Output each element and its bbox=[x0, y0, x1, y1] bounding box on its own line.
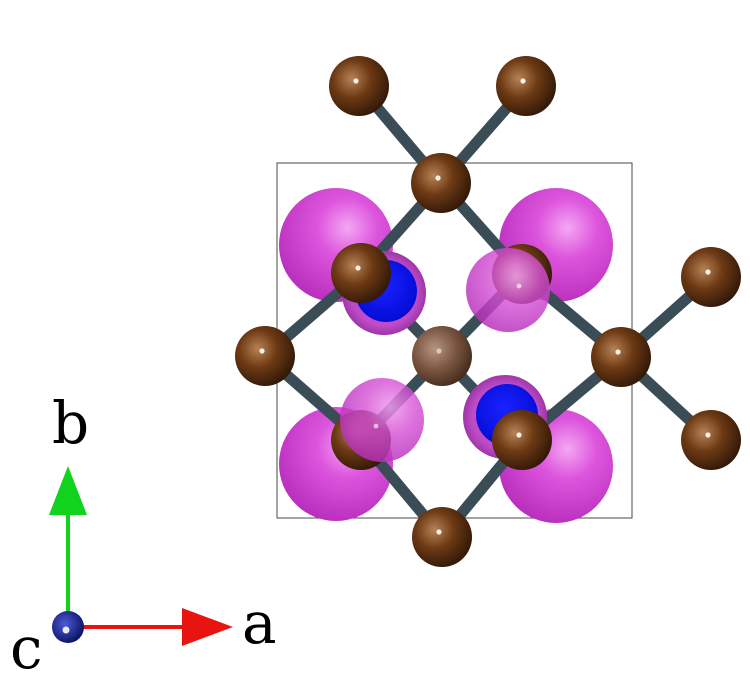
axis-indicator: b a c bbox=[10, 389, 277, 682]
atom bbox=[496, 56, 556, 116]
a-axis-label: a bbox=[242, 589, 277, 657]
isosurface-lobes-small bbox=[340, 248, 550, 462]
isosurface-lobe-small bbox=[340, 378, 424, 462]
atom-center bbox=[412, 326, 472, 386]
atom bbox=[331, 243, 391, 303]
atom bbox=[591, 327, 651, 387]
atom bbox=[411, 153, 471, 213]
b-axis-arrowhead bbox=[49, 466, 87, 515]
atom bbox=[329, 56, 389, 116]
c-axis-ball bbox=[52, 611, 84, 643]
atom bbox=[235, 326, 295, 386]
atom bbox=[492, 410, 552, 470]
isosurface-lobe-small bbox=[466, 248, 550, 332]
atom bbox=[681, 410, 741, 470]
b-axis-label: b bbox=[52, 389, 89, 457]
atom bbox=[681, 247, 741, 307]
atom bbox=[412, 507, 472, 567]
atom-highlights bbox=[259, 78, 711, 535]
c-axis-ball-dot bbox=[62, 626, 70, 634]
c-axis-label: c bbox=[10, 614, 42, 682]
a-axis-arrowhead bbox=[182, 608, 233, 646]
